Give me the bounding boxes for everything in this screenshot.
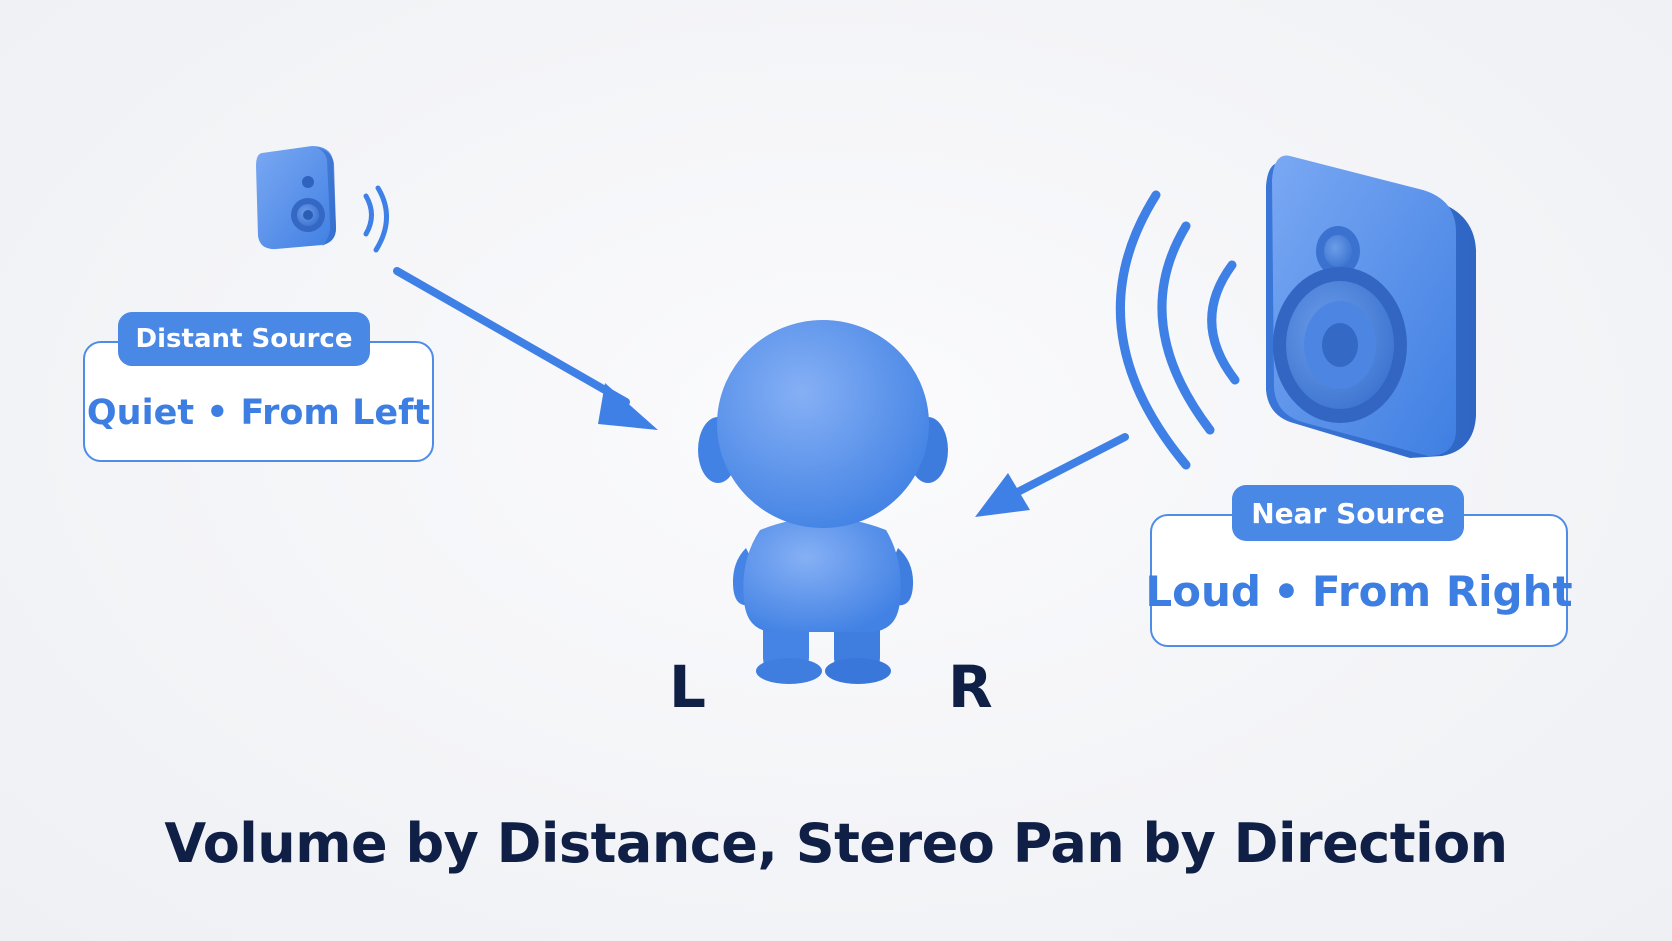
near-loudness-text: Loud [1145,567,1261,616]
distant-speaker-icon [256,146,336,250]
distant-source-tag: Distant Source [118,312,370,366]
near-separator: • [1273,567,1300,616]
listener-person-icon [698,320,948,684]
distant-arrow-icon [393,267,658,430]
near-source-tag: Near Source [1232,485,1464,541]
distant-loudness-text: Quiet [86,392,195,433]
near-direction-text: From Right [1311,567,1573,616]
near-sound-wave-icon [1115,190,1240,470]
right-ear-label: R [948,653,993,721]
diagram-title: Volume by Distance, Stereo Pan by Direct… [164,812,1508,875]
left-ear-label: L [669,653,706,721]
distant-separator: • [206,392,229,433]
near-arrow-icon [975,433,1129,517]
near-speaker-icon [1266,155,1476,459]
distant-direction-text: From Left [240,392,431,433]
distant-sound-wave-icon [363,185,389,253]
